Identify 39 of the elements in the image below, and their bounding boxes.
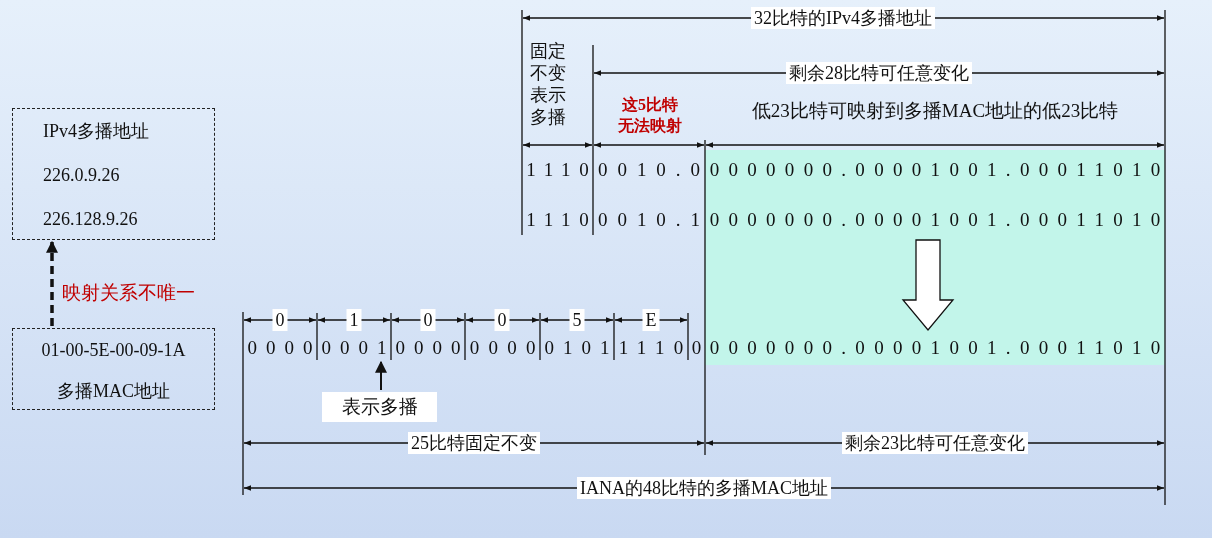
bit-string: 0010.0: [596, 158, 705, 182]
address-text: 226.0.9.26: [43, 164, 120, 187]
address-box: [12, 108, 215, 240]
arrow: [46, 240, 58, 326]
bit-string: 0000000.00001001.00011010: [708, 336, 1165, 360]
callout-text: 表示多播: [322, 392, 437, 422]
hex-digit: 0: [494, 309, 510, 331]
bit-string: 1110: [617, 336, 688, 360]
dimension-label: 32比特的IPv4多播地址: [751, 7, 935, 29]
bit-string: 0000: [394, 336, 465, 360]
hex-digit: E: [642, 309, 660, 331]
bit-string: 0: [690, 336, 705, 360]
dimension-label: 25比特固定不变: [408, 432, 540, 454]
bit-string: 0001: [317, 336, 391, 360]
hex-digit: 1: [346, 309, 362, 331]
box-caption: 多播MAC地址: [56, 379, 171, 403]
bit-string: 1110: [525, 208, 593, 232]
bit-string: 0101: [543, 336, 614, 360]
bit-string: 0000: [468, 336, 540, 360]
hex-digit: 0: [420, 309, 436, 331]
note-text: 固定不变表示多播: [530, 40, 567, 128]
box-heading: IPv4多播地址: [43, 120, 149, 143]
dimension-label: IANA的48比特的多播MAC地址: [577, 477, 831, 499]
hex-digit: 5: [569, 309, 585, 331]
note-text: 这5比特无法映射: [617, 95, 683, 136]
note-text: 低23比特可映射到多播MAC地址的低23比特: [751, 99, 1119, 123]
dimension-label: 剩余23比特可任意变化: [842, 432, 1028, 454]
address-box: [12, 328, 215, 410]
address-text: 01-00-5E-00-09-1A: [40, 338, 187, 362]
bit-string: 1110: [525, 158, 593, 182]
bit-string: 0000: [246, 336, 317, 360]
address-text: 226.128.9.26: [43, 208, 138, 231]
edge-label: 映射关系不唯一: [62, 281, 195, 305]
bit-string: 0010.1: [596, 208, 705, 232]
hex-digit: 0: [272, 309, 288, 331]
bit-string: 0000000.00001001.00011010: [708, 208, 1165, 232]
arrow: [375, 360, 387, 391]
dimension-label: 剩余28比特可任意变化: [786, 62, 972, 84]
bit-string: 0000000.00001001.00011010: [708, 158, 1165, 182]
